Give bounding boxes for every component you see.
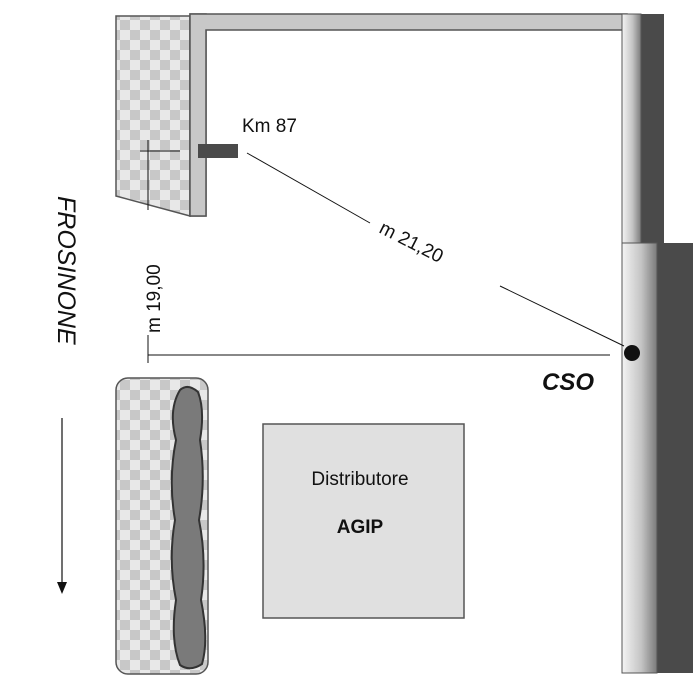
cso-point <box>624 345 640 361</box>
diagonal-line-lower <box>499 285 625 347</box>
wall-upper-dark <box>641 14 664 244</box>
wall-upper-pole <box>621 13 642 245</box>
road-edge-top <box>189 13 628 217</box>
vertical-distance-label: m 19,00 <box>144 264 165 333</box>
km-marker <box>198 144 238 158</box>
station-brand: AGIP <box>337 517 384 538</box>
direction-label: FROSINONE <box>52 196 80 345</box>
hedge <box>170 386 207 670</box>
diagonal-line-upper <box>246 152 371 224</box>
km-label: Km 87 <box>242 116 297 137</box>
station-name: Distributore <box>311 469 408 490</box>
fuel-station-box <box>262 423 465 619</box>
wall-lower-dark <box>657 243 693 673</box>
diagonal-distance-label: m 21,20 <box>376 218 447 268</box>
wall-lower-pole <box>621 242 658 674</box>
arrow-down-icon <box>57 582 67 594</box>
building-top-left <box>115 15 191 217</box>
cso-label: CSO <box>542 369 594 396</box>
